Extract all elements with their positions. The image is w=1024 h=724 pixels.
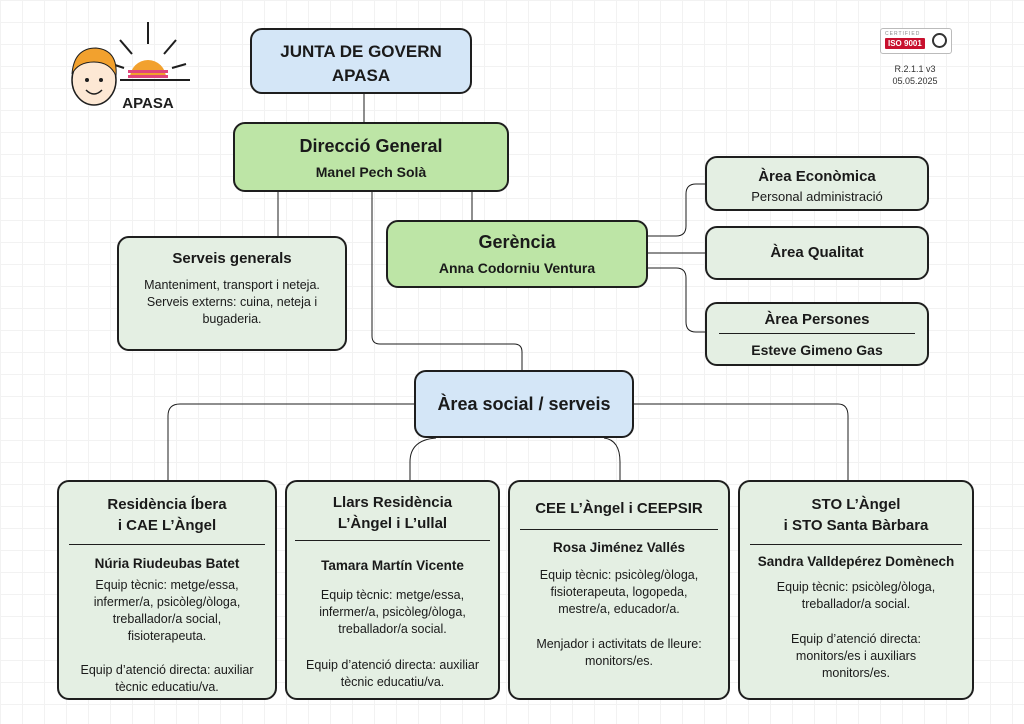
- residencia-line: tècnic educatiu/va.: [115, 680, 219, 694]
- llars-person: Tamara Martín Vicente: [321, 558, 464, 573]
- connector-social-llars: [409, 437, 437, 480]
- cee-person: Rosa Jiménez Vallés: [552, 540, 686, 555]
- llars-title-line1: Llars Residència: [332, 494, 453, 511]
- sto-line: Equip d’atenció directa:: [791, 632, 921, 646]
- sto-title-line1: STO L’Àngel: [811, 496, 901, 513]
- llars-divider: [295, 540, 490, 541]
- certification-seal-icon: [932, 33, 947, 48]
- apasa-logo: APASA: [71, 22, 190, 112]
- node-area-persones: Àrea Persones Esteve Gimeno Gas: [705, 302, 929, 366]
- sun-icon: [111, 22, 187, 69]
- cee-line: Equip tècnic: psicòleg/òloga,: [539, 568, 699, 582]
- node-llars-residencia: Llars Residència L’Àngel i L’ullal Tamar…: [285, 480, 500, 700]
- sto-line: monitors/es i auxiliars: [795, 649, 917, 663]
- sto-line: treballador/a social.: [801, 597, 911, 611]
- sto-title-line2: i STO Santa Bàrbara: [783, 517, 929, 534]
- llars-line: infermer/a, psicòleg/òloga,: [319, 605, 466, 619]
- llars-line: tècnic educatiu/va.: [340, 675, 445, 689]
- residencia-title-line2: i CAE L’Àngel: [117, 517, 217, 534]
- residencia-line: infermer/a, psicòleg/òloga,: [93, 595, 241, 609]
- residencia-divider: [69, 544, 265, 545]
- connector-social-residencia: [167, 403, 416, 480]
- serveis-line2: Serveis externs: cuina, neteja i: [146, 295, 318, 309]
- cee-divider: [520, 529, 718, 530]
- child-face-icon: [71, 47, 117, 106]
- connector-gerencia-persones: [648, 267, 705, 333]
- persones-person: Esteve Gimeno Gas: [751, 342, 883, 358]
- node-area-qualitat: Àrea Qualitat: [705, 226, 929, 280]
- certificate-standard: ISO 9001: [885, 38, 925, 49]
- document-date: 05.05.2025: [892, 76, 938, 86]
- residencia-title-line1: Residència Íbera: [107, 496, 227, 513]
- gerencia-title: Gerència: [478, 232, 556, 252]
- node-area-economica: Àrea Econòmica Personal administració: [705, 156, 929, 211]
- sto-person: Sandra Valldepérez Domènech: [757, 554, 955, 569]
- node-junta-de-govern: JUNTA DE GOVERN APASA: [250, 28, 472, 94]
- residencia-line: fisioterapeuta.: [127, 629, 207, 643]
- qualitat-title: Àrea Qualitat: [770, 244, 864, 261]
- serveis-title: Serveis generals: [172, 250, 292, 267]
- economica-title: Àrea Econòmica: [758, 168, 876, 185]
- cee-title: CEE L’Àngel i CEEPSIR: [535, 500, 703, 517]
- persones-divider: [719, 333, 915, 334]
- llars-line: Equip tècnic: metge/essa,: [320, 588, 465, 602]
- residencia-line: Equip d’atenció directa: auxiliar: [80, 663, 254, 677]
- residencia-line: Equip tècnic: metge/essa,: [95, 578, 239, 592]
- sto-line: Equip tècnic: psicòleg/òloga,: [776, 580, 936, 594]
- gerencia-person: Anna Codorniu Ventura: [438, 260, 596, 276]
- connector-social-sto: [634, 403, 849, 480]
- llars-line: Equip d’atenció directa: auxiliar: [305, 658, 480, 672]
- social-title: Àrea social / serveis: [437, 394, 611, 414]
- node-direccio-general: Direcció General Manel Pech Solà: [233, 122, 509, 192]
- certificate-label: CERTIFIED: [885, 31, 921, 37]
- connector-gerencia-economica: [648, 183, 705, 237]
- residencia-line: treballador/a social,: [112, 612, 222, 626]
- llars-line: treballador/a social.: [338, 622, 447, 636]
- connector-direccio-social: [371, 192, 523, 370]
- residencia-person: Núria Riudeubas Batet: [94, 556, 240, 571]
- sto-divider: [750, 544, 962, 545]
- junta-title-line1: JUNTA DE GOVERN: [280, 42, 442, 61]
- document-revision: R.2.1.1 v3: [894, 64, 936, 74]
- cee-line: Menjador i activitats de lleure:: [536, 637, 702, 651]
- logo-text: APASA: [122, 95, 174, 112]
- serveis-line3: bugaderia.: [202, 312, 262, 326]
- direccio-title: Direcció General: [299, 136, 443, 156]
- junta-title-line2: APASA: [331, 66, 391, 85]
- llars-title-line2: L’Àngel i L’ullal: [337, 515, 448, 532]
- node-sto-angel: STO L’Àngel i STO Santa Bàrbara Sandra V…: [738, 480, 974, 700]
- node-gerencia: Gerència Anna Codorniu Ventura: [386, 220, 648, 288]
- direccio-person: Manel Pech Solà: [315, 164, 427, 180]
- cee-line: fisioterapeuta, logopeda,: [550, 585, 688, 599]
- node-serveis-generals: Serveis generals Manteniment, transport …: [117, 236, 347, 351]
- cee-line: monitors/es.: [584, 654, 654, 668]
- cee-line: mestre/a, educador/a.: [558, 602, 680, 616]
- node-area-social: Àrea social / serveis: [414, 370, 634, 438]
- node-residencia-ibera: Residència Íbera i CAE L’Àngel Núria Riu…: [57, 480, 277, 700]
- serveis-line1: Manteniment, transport i neteja.: [144, 278, 320, 292]
- economica-subtitle: Personal administració: [751, 189, 883, 204]
- iso-certificate-badge: CERTIFIED ISO 9001: [880, 28, 952, 54]
- persones-title: Àrea Persones: [764, 311, 870, 328]
- sto-line: monitors/es.: [821, 666, 891, 680]
- node-cee-angel: CEE L’Àngel i CEEPSIR Rosa Jiménez Vallé…: [508, 480, 730, 700]
- connector-social-cee: [603, 437, 621, 480]
